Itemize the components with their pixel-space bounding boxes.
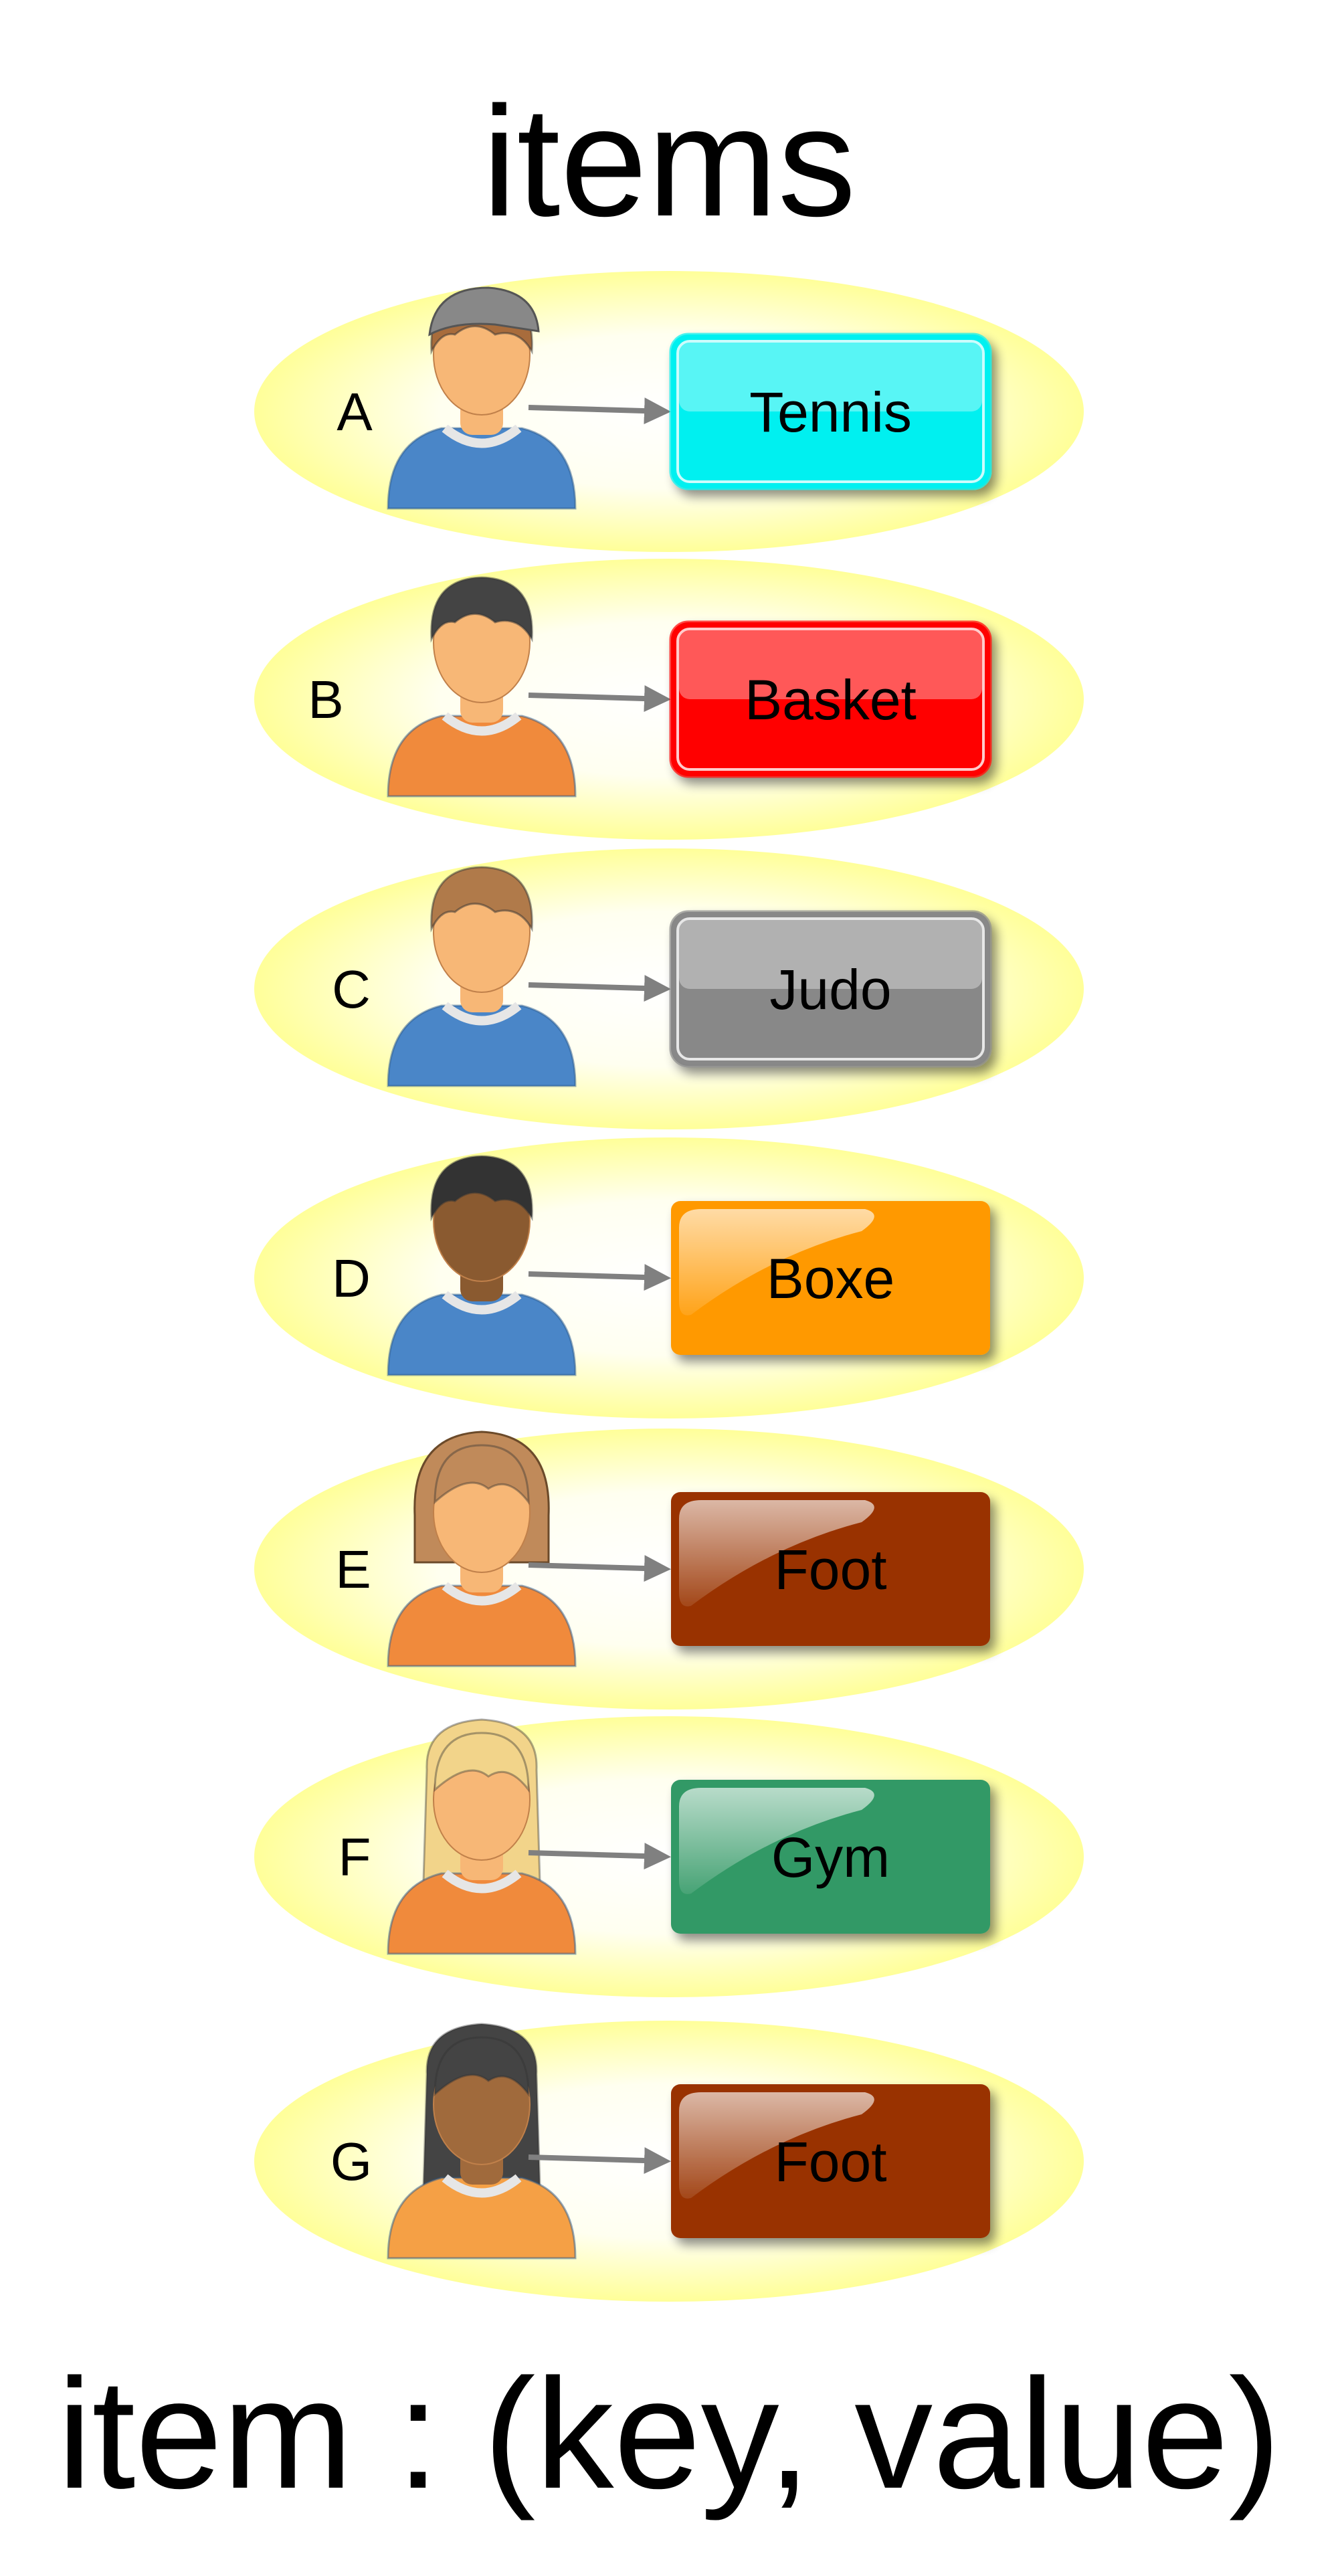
value-box bbox=[669, 910, 992, 1068]
value-box bbox=[669, 620, 992, 778]
boy-cap-blue-hoodie-icon bbox=[387, 286, 577, 510]
value-label: Judo bbox=[769, 958, 891, 1021]
item-key-label: D bbox=[332, 1249, 371, 1308]
girl-bob-orange-shirt-icon bbox=[387, 1431, 577, 1667]
boy-dark-skin-blue-hoodie-icon bbox=[387, 1155, 577, 1376]
item-key-label: E bbox=[335, 1540, 371, 1599]
mapping-arrow bbox=[528, 1555, 671, 1582]
item-key-label: B bbox=[308, 670, 343, 729]
value-box bbox=[671, 2084, 990, 2238]
person-brown-hair-blue-hoodie-icon bbox=[387, 866, 577, 1087]
diagram-caption: item : (key, value) bbox=[57, 2346, 1280, 2521]
value-box bbox=[671, 1780, 990, 1934]
item-key-label: G bbox=[330, 2132, 372, 2191]
item-row: E Foot bbox=[254, 1429, 1084, 1710]
mapping-arrow bbox=[528, 1264, 671, 1291]
item-key-label: A bbox=[337, 382, 373, 442]
item-row: A Tennis bbox=[254, 271, 1084, 552]
mapping-arrow bbox=[528, 2147, 671, 2175]
value-label: Foot bbox=[774, 2130, 886, 2193]
mapping-arrow bbox=[528, 685, 671, 713]
item-key-label: F bbox=[339, 1827, 371, 1887]
boy-dark-hair-orange-hoodie-icon bbox=[387, 576, 577, 798]
value-label: Basket bbox=[745, 668, 917, 731]
value-label: Foot bbox=[774, 1538, 886, 1601]
value-label: Gym bbox=[771, 1826, 890, 1889]
value-box bbox=[671, 1492, 990, 1646]
value-box bbox=[671, 1201, 990, 1355]
item-key-label: C bbox=[332, 959, 371, 1019]
value-label: Boxe bbox=[767, 1247, 894, 1310]
mapping-arrow bbox=[528, 1843, 671, 1870]
diagram-title: items bbox=[482, 74, 856, 249]
girl-long-blonde-orange-shirt-icon bbox=[387, 1718, 577, 1955]
mapping-arrow bbox=[528, 397, 671, 425]
item-row: G Foot bbox=[254, 2021, 1084, 2302]
mapping-arrow bbox=[528, 975, 671, 1002]
item-row: C Judo bbox=[254, 848, 1084, 1129]
item-row: F Gym bbox=[254, 1716, 1084, 1997]
item-row: D Boxe bbox=[254, 1137, 1084, 1418]
value-box bbox=[669, 333, 992, 490]
girl-long-dark-hair-orange-shirt-icon bbox=[387, 2023, 577, 2260]
item-row: B Basket bbox=[254, 559, 1084, 840]
value-label: Tennis bbox=[749, 381, 912, 444]
